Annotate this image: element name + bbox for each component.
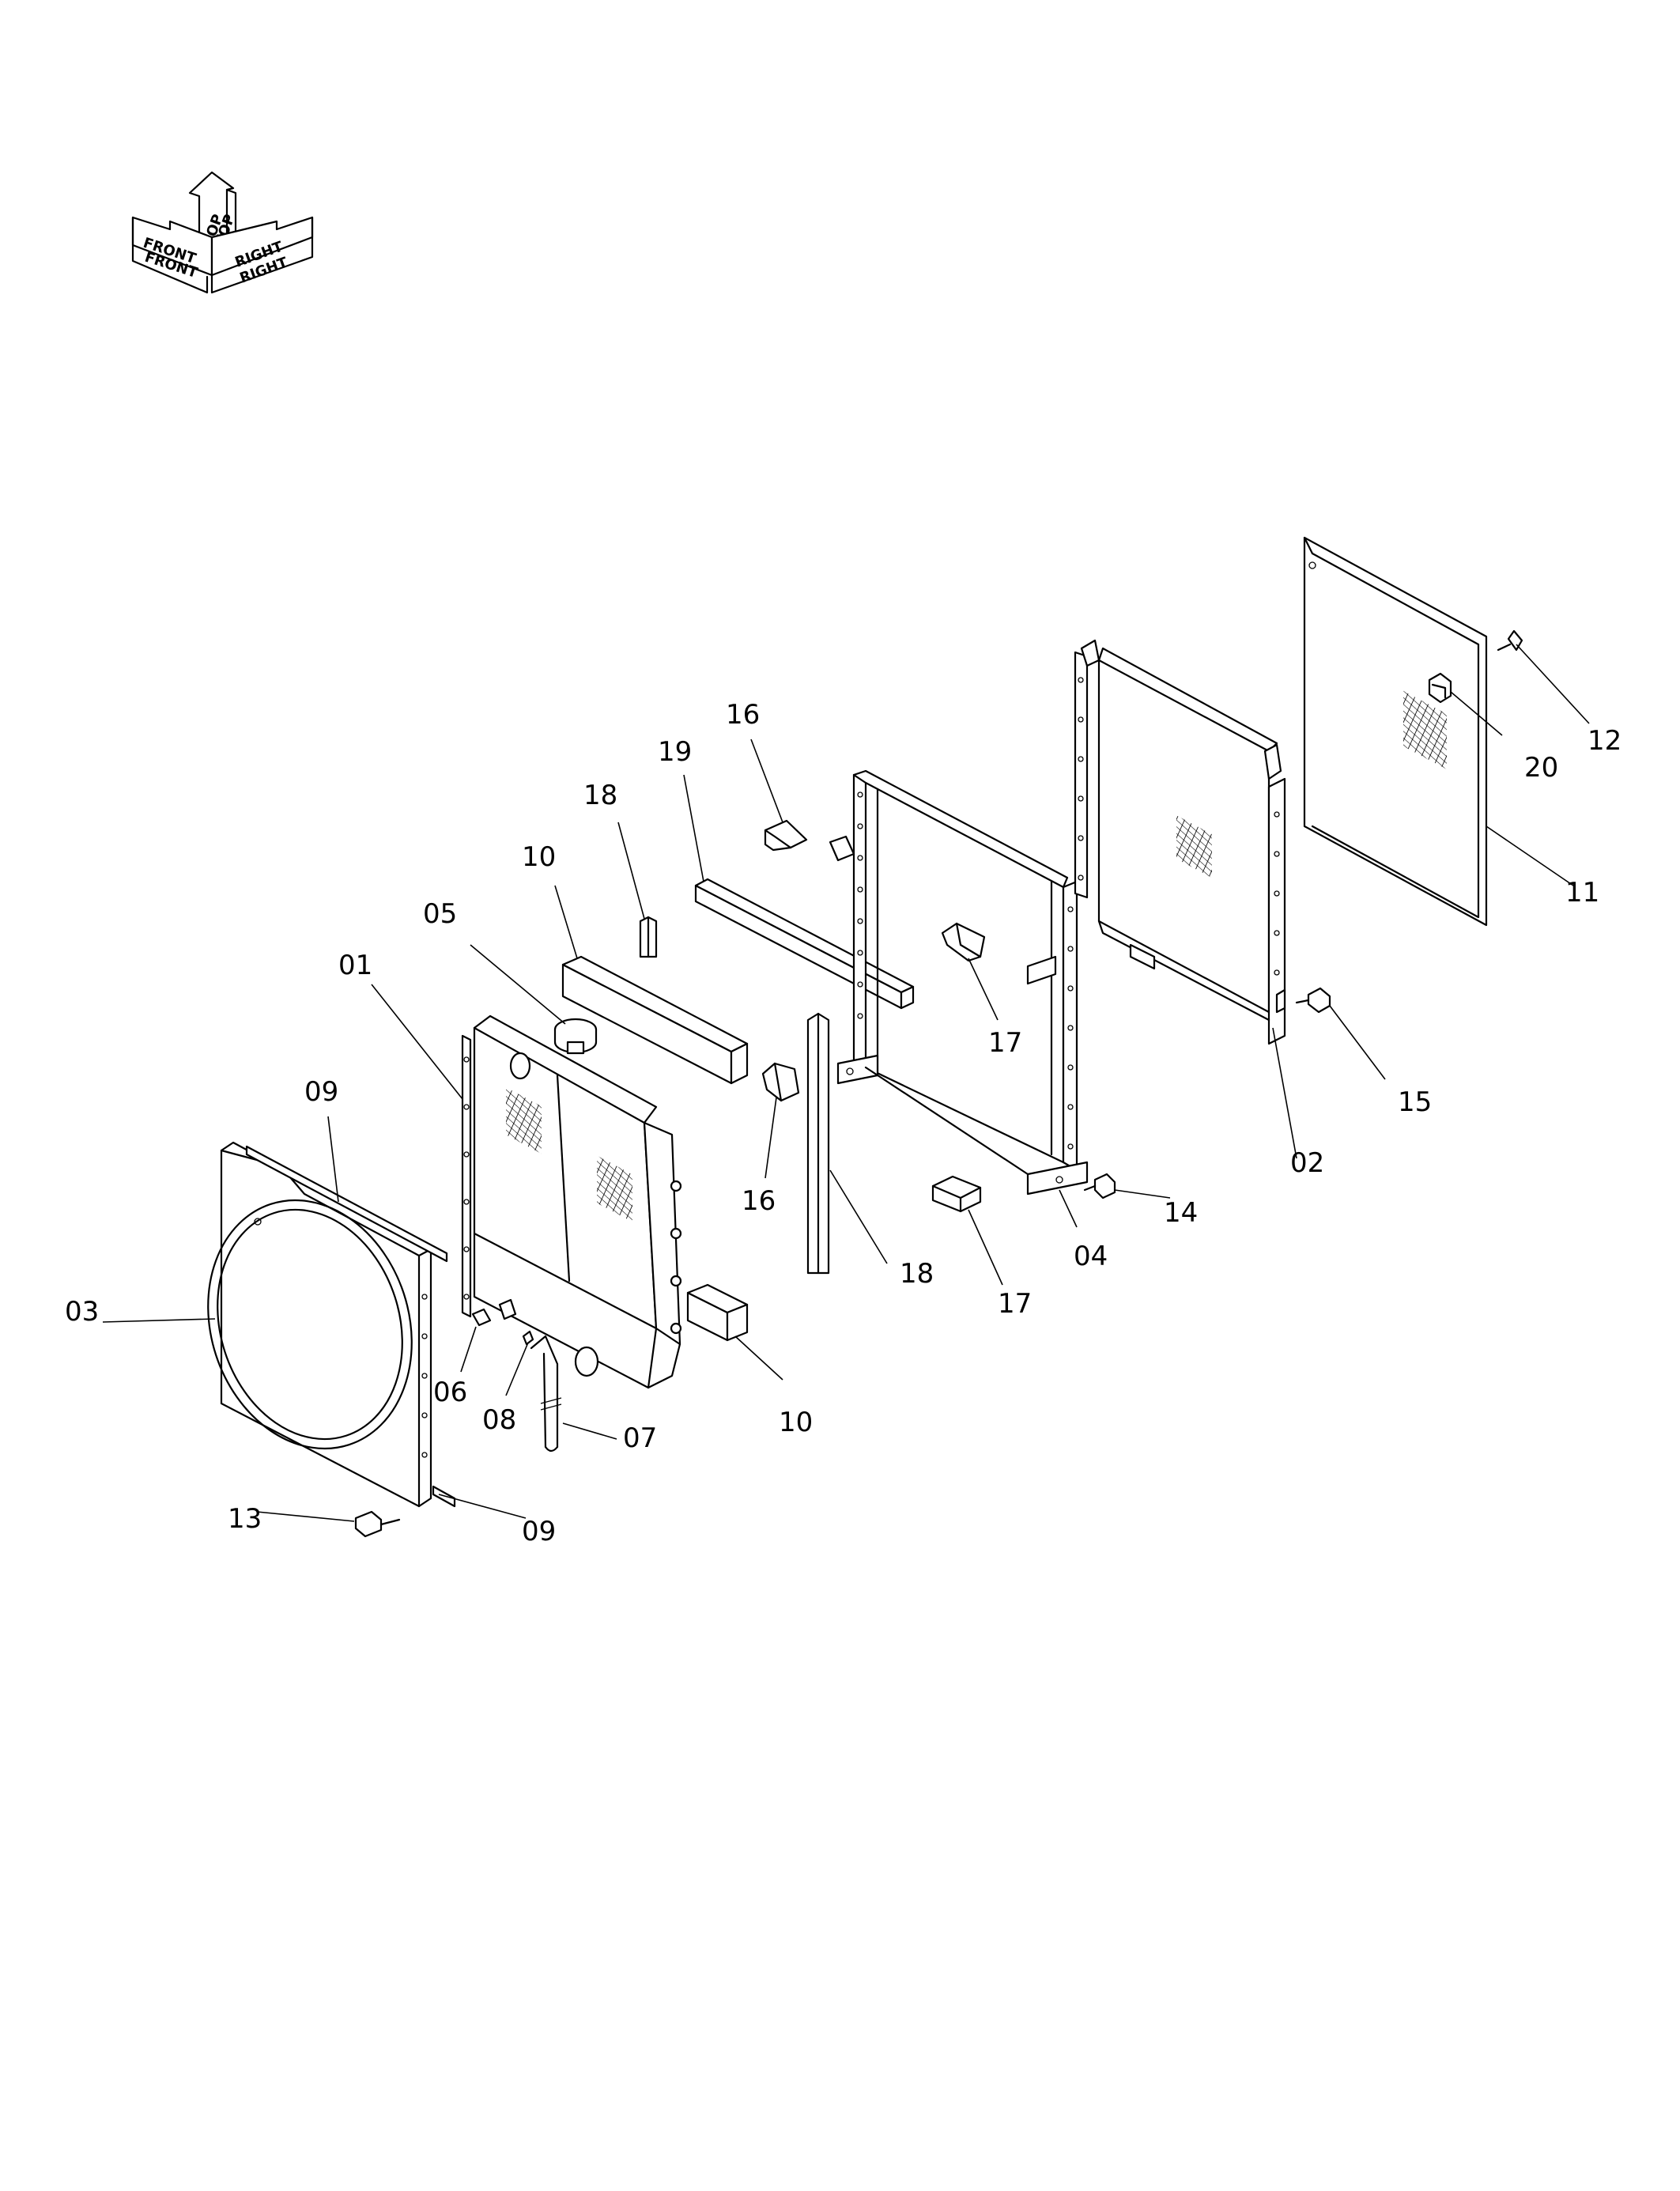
- frame-holes-left: [857, 791, 863, 1019]
- frame-holes-right: [1067, 906, 1074, 1150]
- wedge-16-bottom: [761, 1062, 800, 1102]
- callout-08: 08: [482, 1404, 516, 1436]
- radiator-bolts-right: [670, 1180, 682, 1335]
- support-frame-04: [829, 769, 1089, 1196]
- screen-net-11: [1303, 536, 1488, 927]
- radiator-01: [461, 1014, 682, 1389]
- wing-bolt-12-icon: [1497, 629, 1523, 652]
- block-17-upper: [941, 922, 986, 962]
- callout-13: 13: [228, 1503, 262, 1535]
- callout-09-bottom: 09: [522, 1516, 556, 1547]
- seal-strip-09-top: [245, 1145, 448, 1263]
- bolt-14-icon: [1083, 1173, 1116, 1199]
- oil-cooler-02: [1074, 639, 1286, 1045]
- foam-strip-19: [694, 878, 915, 1010]
- radiator-outlet-pipe: [574, 1346, 599, 1377]
- callout-17-upper: 17: [988, 1027, 1022, 1059]
- radiator-holes-left: [463, 1056, 470, 1300]
- clip-20-icon: [1428, 672, 1452, 704]
- callout-20: 20: [1524, 752, 1558, 784]
- radiator-inlet-pipe: [509, 1052, 531, 1080]
- leader-lines: [102, 644, 1590, 1522]
- callout-10-bottom: 10: [779, 1407, 813, 1438]
- cooler-holes-left: [1078, 677, 1084, 881]
- hose-07: [530, 1335, 562, 1452]
- right-arrow-icon: RIGHT RIGHT: [210, 216, 314, 294]
- orientation-indicator: TOP TOP FRONT FRONT RIGHT RIGHT: [131, 171, 314, 294]
- callout-10-top: 10: [522, 841, 556, 873]
- callout-17-lower: 17: [998, 1288, 1032, 1320]
- foam-strip-18-front: [806, 1012, 830, 1275]
- callout-14: 14: [1164, 1197, 1198, 1229]
- callout-04: 04: [1074, 1241, 1108, 1272]
- foam-block-10-top: [561, 955, 749, 1085]
- callout-05: 05: [423, 898, 457, 930]
- callout-15: 15: [1398, 1086, 1432, 1118]
- callout-03: 03: [65, 1296, 99, 1328]
- cooler-holes-right: [1274, 811, 1280, 976]
- callout-19: 19: [658, 736, 692, 768]
- callout-02: 02: [1290, 1147, 1324, 1179]
- callout-09-top: 09: [304, 1076, 338, 1108]
- fan-shroud-03: [207, 1141, 432, 1508]
- callout-16-top: 16: [726, 699, 760, 731]
- callout-18-bottom: 18: [900, 1258, 934, 1290]
- callout-12: 12: [1588, 725, 1621, 757]
- callout-01: 01: [338, 950, 372, 981]
- callout-06: 06: [433, 1377, 467, 1408]
- clamp-08-icon: [522, 1330, 534, 1346]
- foam-block-10-bottom: [686, 1283, 749, 1342]
- drain-plug-06-icon: [471, 1298, 517, 1327]
- callout-11: 11: [1565, 877, 1599, 909]
- bolt-15-icon: [1295, 987, 1331, 1014]
- bolt-13-icon: [354, 1510, 401, 1538]
- foam-strip-18-rear: [639, 916, 658, 958]
- callout-16-bottom: 16: [742, 1185, 776, 1217]
- callout-18-top: 18: [583, 780, 617, 811]
- shroud-mounting-holes: [421, 1294, 428, 1458]
- wedge-16-top: [764, 819, 808, 852]
- radiator-cap-05-icon: [553, 1018, 598, 1055]
- front-arrow-icon: FRONT FRONT: [131, 216, 213, 294]
- callout-07: 07: [623, 1422, 657, 1454]
- block-17-lower: [931, 1175, 982, 1213]
- callout-labels: 01 02 03 04 05 06 07 08 09 09 10 10 11 1…: [65, 699, 1621, 1547]
